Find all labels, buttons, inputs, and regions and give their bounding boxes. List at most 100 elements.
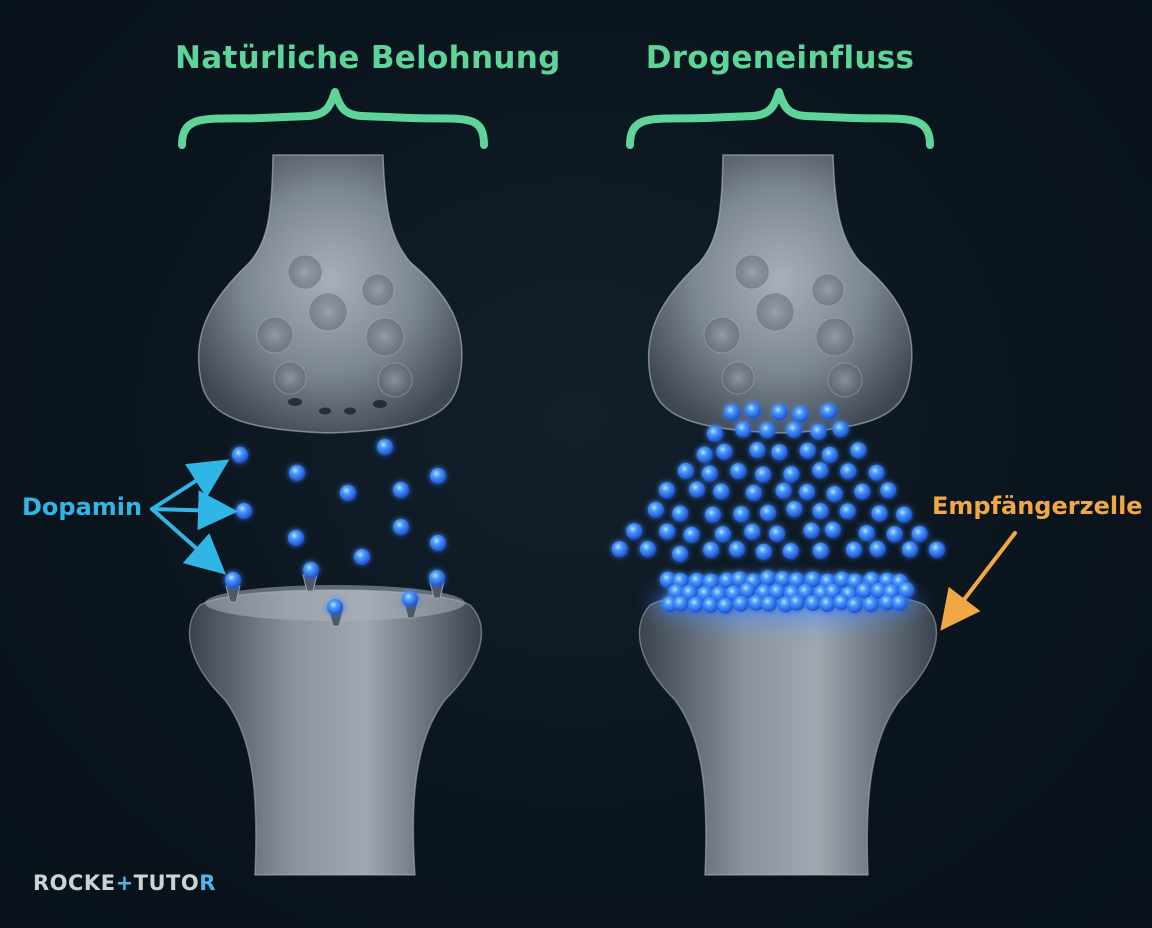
dopamine-molecule <box>862 596 879 613</box>
dopamine-molecule <box>716 443 733 460</box>
dopamine-molecule <box>804 571 821 588</box>
dopamine-molecule <box>760 595 777 612</box>
dopamine-molecule <box>702 597 719 613</box>
dopamine-molecule <box>611 541 628 558</box>
dopamine-molecule <box>688 573 705 589</box>
dopamine-molecule <box>744 402 761 419</box>
dopamine-molecule <box>706 425 723 442</box>
dopamine-molecule <box>902 541 918 558</box>
dopamine-molecule <box>745 484 762 501</box>
bracket-left <box>178 88 488 149</box>
dopamine-molecule <box>879 594 896 611</box>
dopamine-molecule <box>714 526 731 543</box>
dopamine-molecule <box>749 442 766 459</box>
dopamine-molecule <box>891 594 908 611</box>
receiver-cell-label: Empfängerzelle <box>932 492 1143 520</box>
dopamine-molecule <box>739 582 756 599</box>
dopamine-molecule <box>850 442 867 459</box>
dopamine-molecule <box>688 481 705 498</box>
dopamine-molecule <box>713 483 730 500</box>
dopamine-molecule <box>858 525 875 542</box>
dopamine-label: Dopamin <box>22 493 143 521</box>
dopamine-molecule <box>683 526 700 543</box>
presynaptic-neuron-left <box>197 154 463 434</box>
dopamine-molecule <box>810 423 827 440</box>
dopamine-molecule <box>856 582 873 599</box>
dopamine-molecule <box>869 541 886 557</box>
dopamine-molecule <box>732 595 749 612</box>
dopamine-molecule <box>812 542 829 559</box>
dopamine-molecule <box>880 482 897 499</box>
dopamine-molecule <box>702 573 719 590</box>
dopamine-molecule <box>658 482 675 499</box>
dopamine-molecule <box>771 404 788 420</box>
dopamine-molecule <box>759 422 776 439</box>
dopamine-molecule <box>820 403 837 420</box>
dopamine-molecule <box>812 462 829 479</box>
dopamine-arrows <box>150 459 238 575</box>
postsynaptic-neuron-right <box>638 581 938 876</box>
dopamine-molecules-left <box>225 439 446 615</box>
dopamine-molecule <box>769 583 786 600</box>
dopamine-molecule <box>672 505 689 522</box>
dopamine-molecule <box>774 571 791 588</box>
dopamine-molecule <box>833 594 850 611</box>
dopamine-molecule <box>854 483 871 500</box>
presynaptic-neuron-right <box>647 154 913 434</box>
dopamine-molecule <box>799 442 816 459</box>
dopamine-molecule <box>911 526 928 542</box>
logo-part1: ROCKE <box>33 871 116 895</box>
dopamine-molecule <box>788 572 805 589</box>
dopamine-molecule <box>846 597 863 613</box>
bracket-right <box>626 88 934 149</box>
dopamine-molecules-right <box>611 402 945 614</box>
dopamine-molecule <box>760 504 776 521</box>
brand-logo: ROCKE+TUTOR <box>33 871 216 895</box>
dopamine-molecule <box>886 526 903 543</box>
dopamine-molecule <box>821 446 838 463</box>
dopamine-molecule <box>819 596 836 612</box>
vesicles-left <box>256 254 413 398</box>
dopamine-molecule <box>788 594 805 611</box>
logo-end: R <box>199 871 216 895</box>
dopamine-molecule <box>846 541 862 558</box>
dopamine-molecule <box>696 446 713 463</box>
dopamine-molecule <box>834 571 851 588</box>
dopamine-molecule <box>755 543 772 560</box>
postsynaptic-neuron-left <box>188 585 483 876</box>
dopamine-molecule <box>868 464 885 481</box>
dopamine-molecule <box>735 421 752 438</box>
dopamine-molecule <box>759 570 776 587</box>
dopamine-molecule <box>839 503 856 520</box>
dopamine-molecule <box>723 404 740 421</box>
dopamine-molecule <box>775 482 792 499</box>
dopamine-molecule <box>703 541 720 558</box>
dopamine-molecule <box>659 523 676 540</box>
dopamine-molecule <box>786 421 802 438</box>
dopamine-molecule <box>771 444 788 461</box>
dopamine-molecule <box>896 506 913 523</box>
dopamine-molecule <box>782 543 799 560</box>
dopamine-molecule <box>729 541 745 558</box>
dopamine-molecule <box>672 546 688 562</box>
dopamine-molecule <box>792 406 809 423</box>
panel-title-left: Natürliche Belohnung <box>175 40 561 76</box>
dopamine-molecule <box>672 595 689 612</box>
dopamine-molecule <box>812 503 829 520</box>
dopamine-molecule <box>748 594 765 611</box>
dopamine-molecule <box>730 463 747 480</box>
dopamine-molecule <box>704 506 721 523</box>
dopamine-molecule <box>870 582 887 599</box>
dopamine-molecule <box>626 523 643 540</box>
dopamine-molecule <box>755 466 772 483</box>
dopamine-molecule <box>744 523 761 540</box>
logo-part2: TUTO <box>133 871 200 895</box>
dopamine-molecule <box>783 466 800 483</box>
dopamine-molecule <box>804 595 821 611</box>
dopamine-molecule <box>826 486 843 502</box>
dopamine-molecule <box>799 484 816 500</box>
dopamine-molecule <box>717 597 734 614</box>
dopamine-molecule <box>718 572 735 589</box>
